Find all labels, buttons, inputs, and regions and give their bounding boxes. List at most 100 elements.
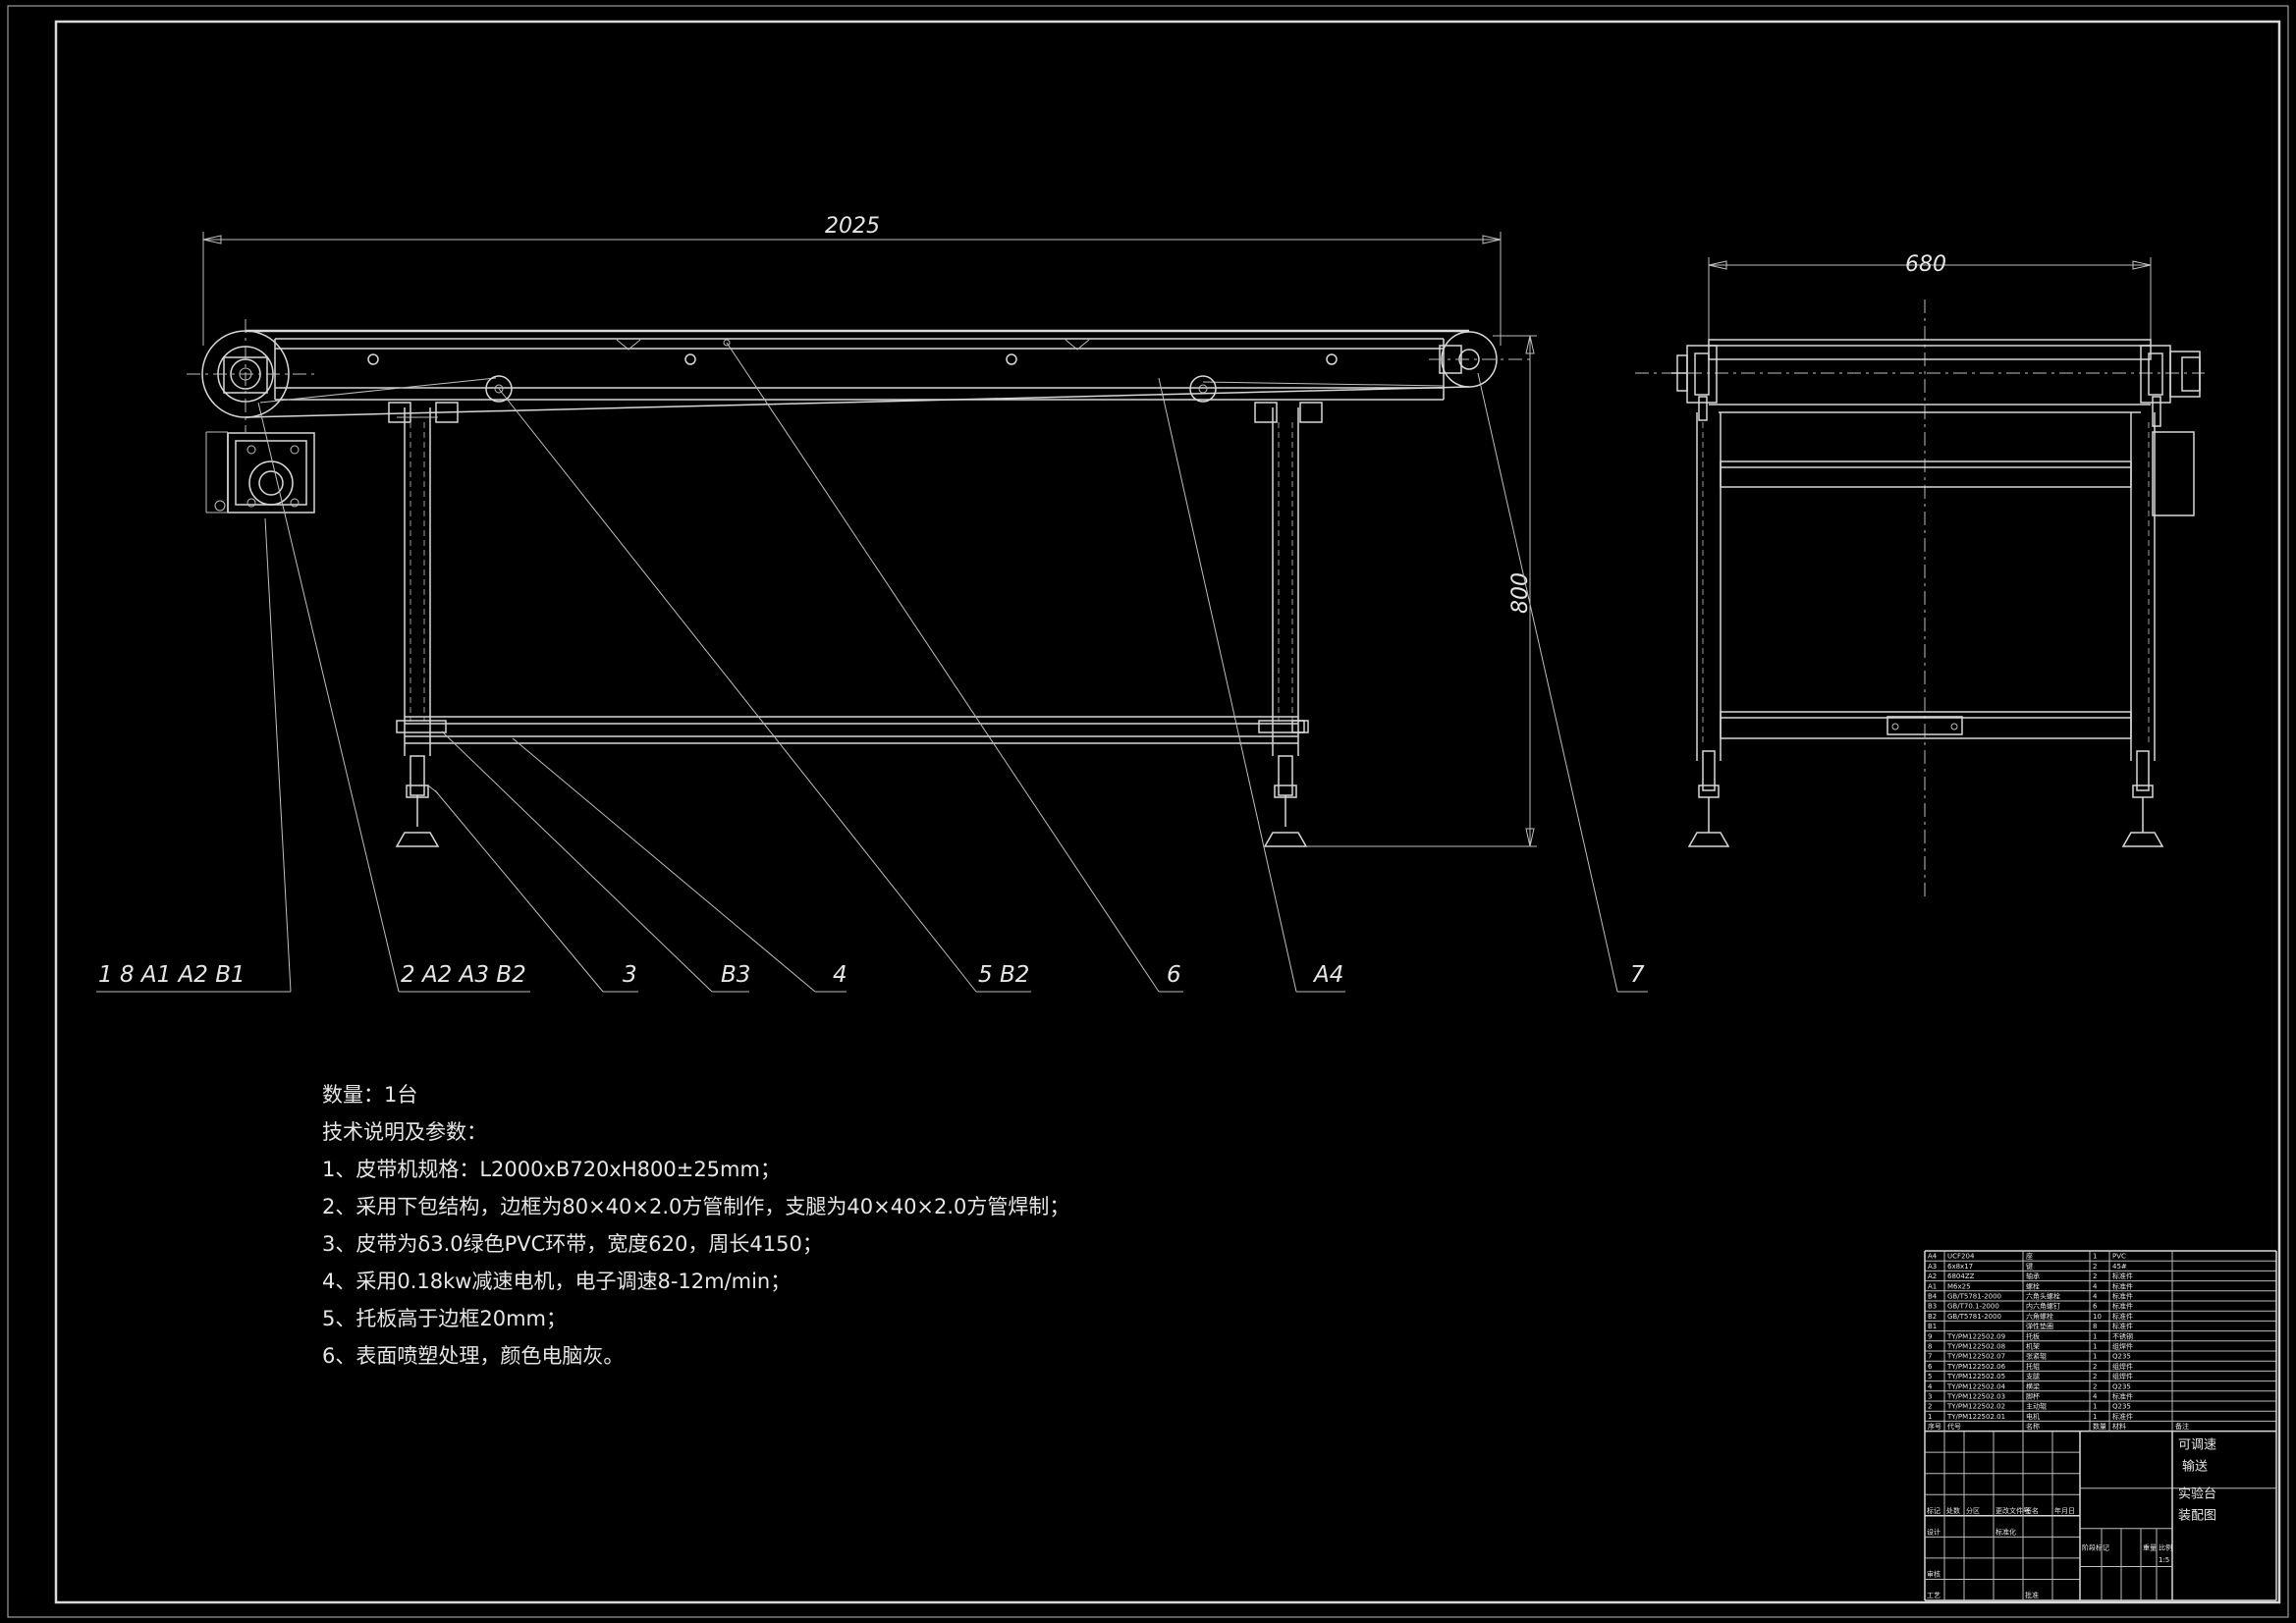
parts-list-cell: 2 [2093, 1363, 2097, 1371]
parts-list-cell: B2 [1928, 1313, 1937, 1321]
parts-list-cell: 材料 [2112, 1422, 2126, 1431]
parts-list-cell: 2 [1928, 1403, 1932, 1411]
title-block-cell: 分区 [1966, 1506, 1980, 1515]
parts-list-cell: 4 [2093, 1293, 2098, 1301]
parts-list-cell: 托板 [2026, 1331, 2040, 1340]
drawing-title: 实验台 [2178, 1487, 2216, 1502]
parts-list-cell: 6804ZZ [1947, 1272, 1975, 1280]
drawing-title: 输送 [2182, 1459, 2208, 1475]
parts-list-cell: TY/PM122502.03 [1946, 1393, 2005, 1401]
parts-list-cell: 标准件 [2112, 1322, 2133, 1330]
parts-list-cell: 横梁 [2026, 1381, 2040, 1390]
parts-list-cell: 不锈钢 [2112, 1331, 2133, 1340]
drawing-title: 可调速 [2178, 1438, 2216, 1453]
parts-list-cell: 标准件 [2112, 1271, 2133, 1280]
parts-list-cell: 标准件 [2112, 1292, 2133, 1301]
title-block-cell: 审核 [1927, 1569, 1941, 1578]
parts-list-cell: TY/PM122502.07 [1946, 1353, 2005, 1361]
parts-list-cell: TY/PM122502.08 [1946, 1343, 2005, 1351]
title-block: 标记处数分区更改文件号签名年月日设计审核工艺批准标准化阶段标记重量比例1:5可调… [1924, 1431, 2277, 1601]
parts-list-cell: B4 [1928, 1293, 1938, 1301]
parts-list-cell: 托辊 [2026, 1362, 2040, 1371]
parts-list-cell: TY/PM122502.04 [1946, 1382, 2006, 1390]
parts-list-cell: UCF204 [1947, 1253, 1975, 1261]
parts-list-cell: 电机 [2026, 1412, 2040, 1421]
parts-list-cell: B3 [1928, 1303, 1937, 1311]
parts-list-cell: 螺栓 [2026, 1281, 2040, 1290]
parts-list-cell: TY/PM122502.02 [1946, 1403, 2005, 1411]
parts-list-cell: M6x25 [1947, 1282, 1971, 1290]
dim-length: 2025 [825, 214, 880, 239]
parts-list-cell: 6 [1928, 1363, 1933, 1371]
balloon-2: 2 A2 A3 B2 [401, 962, 526, 988]
parts-list-cell: 标准件 [2112, 1392, 2133, 1401]
title-block-cell: 重量 [2143, 1543, 2157, 1551]
parts-list-cell: 数量 [2093, 1422, 2106, 1431]
note-quantity: 数量：1台 [322, 1083, 417, 1107]
outer-border [7, 5, 2289, 1618]
parts-list-cell: 脚杯 [2026, 1392, 2040, 1401]
parts-list-cell: 代号 [1947, 1422, 1961, 1431]
note-item: 6、表面喷塑处理，颜色电脑灰。 [322, 1344, 624, 1368]
parts-list-cell: Q235 [2112, 1403, 2131, 1411]
dim-width: 680 [1905, 252, 1946, 277]
parts-list-cell: 1 [2093, 1253, 2097, 1261]
parts-list-cell: A3 [1928, 1263, 1937, 1271]
parts-list-cell: A4 [1928, 1253, 1938, 1261]
parts-list-cell: 序号 [1928, 1422, 1941, 1431]
balloon-5: 5 B2 [978, 962, 1029, 988]
parts-list-cell: A1 [1928, 1282, 1937, 1290]
parts-list-cell: TY/PM122502.01 [1946, 1413, 2005, 1421]
balloon-7: 7 [1630, 962, 1645, 988]
parts-list-cell: A2 [1928, 1272, 1937, 1280]
parts-list-cell: 支腿 [2026, 1372, 2040, 1380]
parts-list-cell: 六角螺栓 [2026, 1312, 2053, 1321]
parts-list-cell: PVC [2112, 1253, 2126, 1261]
title-block-cell: 设计 [1927, 1527, 1941, 1536]
parts-list-cell: 轴承 [2026, 1271, 2040, 1280]
parts-list-cell: B1 [1928, 1323, 1937, 1330]
parts-list-cell: 2 [2093, 1263, 2097, 1271]
parts-list-cell: 8 [1928, 1343, 1932, 1351]
parts-list-cell: 2 [2093, 1272, 2097, 1280]
title-block-cell: 批准 [2025, 1591, 2039, 1599]
parts-list-cell: 组焊件 [2112, 1362, 2133, 1371]
parts-list-cell: 5 [1928, 1373, 1932, 1380]
parts-list-cell: TY/PM122502.09 [1946, 1332, 2005, 1340]
note-item: 1、皮带机规格：L2000xB720xH800±25mm； [322, 1158, 781, 1181]
note-item: 5、托板高于边框20mm； [322, 1307, 567, 1330]
parts-list-cell: Q235 [2112, 1382, 2131, 1390]
parts-list-cell: 标准件 [2112, 1302, 2133, 1311]
parts-list-cell: 9 [1928, 1332, 1932, 1340]
technical-notes: 数量：1台 技术说明及参数： 1、皮带机规格：L2000xB720xH800±2… [322, 1083, 1069, 1368]
title-block-cell: 年月日 [2054, 1506, 2075, 1515]
parts-list-cell: 1 [2093, 1413, 2097, 1421]
parts-list-cell: 7 [1928, 1353, 1932, 1361]
balloon-b3: B3 [721, 962, 750, 988]
parts-list-cell: 6 [2093, 1303, 2098, 1311]
parts-list-cell: 2 [2093, 1373, 2097, 1380]
title-block-cell: 1:5 [2159, 1556, 2169, 1564]
inner-border [54, 20, 2281, 1604]
parts-list-cell: 4 [1928, 1382, 1933, 1390]
parts-list-cell: 张紧辊 [2026, 1352, 2047, 1361]
parts-list-cell: 3 [1928, 1393, 1932, 1401]
parts-list-cell: 组焊件 [2112, 1342, 2133, 1351]
side-view: 680 [1635, 252, 2205, 901]
parts-list-cell: 内六角螺钉 [2026, 1302, 2060, 1311]
title-block-cell: 阶段标记 [2082, 1542, 2109, 1551]
parts-list-cell: 1 [2093, 1343, 2097, 1351]
dim-height: 800 [1508, 572, 1533, 614]
balloon-3: 3 [623, 962, 637, 988]
parts-list-cell: Q235 [2112, 1353, 2131, 1361]
parts-list-cell: 45# [2112, 1263, 2127, 1271]
title-block-cell: 标记 [1927, 1506, 1941, 1515]
parts-list-cell: GB/T70.1-2000 [1947, 1303, 1999, 1311]
note-item: 4、采用0.18kw减速电机，电子调速8-12m/min； [322, 1270, 791, 1293]
leader-lines [96, 342, 1648, 993]
parts-list-cell: 标准件 [2112, 1281, 2133, 1290]
title-block-cell: 处数 [1946, 1506, 1960, 1515]
